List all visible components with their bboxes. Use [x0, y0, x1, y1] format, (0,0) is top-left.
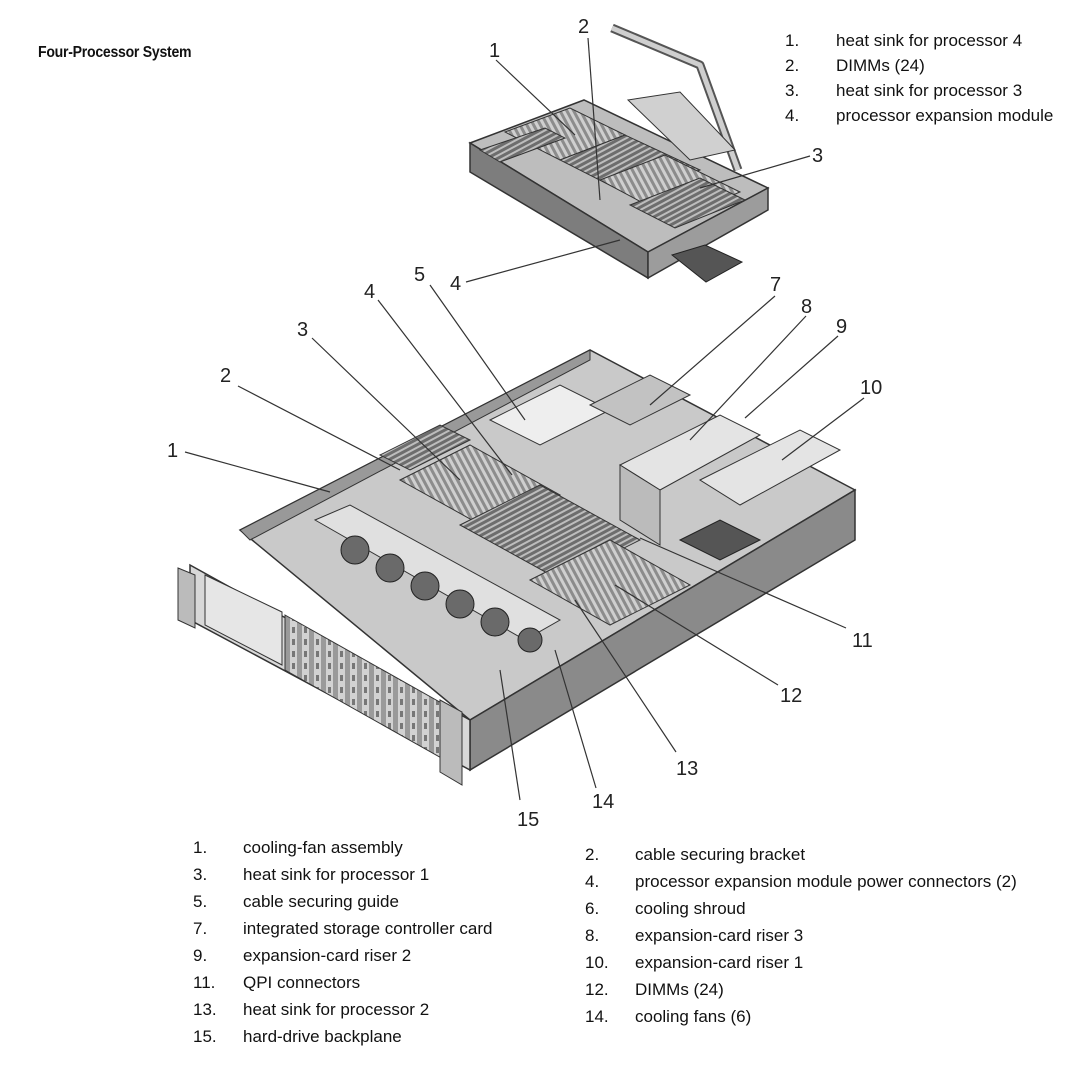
legend-label: heat sink for processor 1 — [243, 865, 430, 884]
legend-number: 9. — [193, 946, 208, 965]
legend-item: 12. DIMMs (24) — [585, 976, 1017, 1003]
legend-number: 2. — [585, 845, 600, 864]
legend-item: 14. cooling fans (6) — [585, 1003, 1017, 1030]
system-callout-8: 8 — [801, 296, 812, 318]
module-callout-2: 2 — [578, 16, 589, 38]
legend-item: 13. heat sink for processor 2 — [193, 996, 492, 1023]
legend-item: 4. processor expansion module — [785, 103, 1053, 128]
processor-expansion-module-drawing — [468, 23, 770, 283]
legend-number: 4. — [785, 106, 800, 125]
legend-number: 5. — [193, 892, 208, 911]
legend-item: 5. cable securing guide — [193, 888, 492, 915]
system-callout-5: 5 — [414, 264, 425, 286]
legend-number: 6. — [585, 899, 600, 918]
legend-number: 10. — [585, 953, 609, 972]
legend-number: 3. — [193, 865, 208, 884]
system-callout-11: 11 — [852, 630, 873, 652]
legend-item: 9. expansion-card riser 2 — [193, 942, 492, 969]
legend-item: 10. expansion-card riser 1 — [585, 949, 1017, 976]
system-callout-9: 9 — [836, 316, 847, 338]
system-callouts: 1 2 3 4 5 7 8 9 10 11 12 13 14 15 — [167, 264, 882, 831]
legend-number: 4. — [585, 872, 600, 891]
module-callout-1: 1 — [489, 40, 500, 62]
legend-number: 15. — [193, 1027, 217, 1046]
page-title: Four-Processor System — [38, 44, 192, 61]
legend-label: cable securing guide — [243, 892, 399, 911]
legend-item: 7. integrated storage controller card — [193, 915, 492, 942]
system-callout-2: 2 — [220, 365, 231, 387]
system-callout-10: 10 — [860, 377, 882, 399]
system-callout-15: 15 — [517, 809, 539, 831]
legend-label: heat sink for processor 4 — [836, 31, 1023, 50]
module-callout-4: 4 — [450, 273, 461, 295]
legend-item: 8. expansion-card riser 3 — [585, 922, 1017, 949]
legend-item: 1. heat sink for processor 4 — [785, 28, 1053, 53]
legend-label: expansion-card riser 2 — [243, 946, 412, 965]
system-legend-left: 1. cooling-fan assembly 3. heat sink for p… — [193, 834, 492, 1050]
system-callout-7: 7 — [770, 274, 781, 296]
legend-number: 1. — [193, 838, 208, 857]
legend-number: 14. — [585, 1007, 609, 1026]
legend-number: 12. — [585, 980, 609, 999]
legend-item: 4. processor expansion module power conne… — [585, 868, 1017, 895]
legend-label: DIMMs (24) — [635, 980, 724, 999]
leader-lines — [184, 37, 865, 801]
legend-item: 3. heat sink for processor 1 — [193, 861, 492, 888]
legend-number: 7. — [193, 919, 208, 938]
legend-item: 15. hard-drive backplane — [193, 1023, 492, 1050]
module-legend: 1. heat sink for processor 4 2. DIMMs (24)… — [785, 28, 1053, 128]
system-legend-right: 2. cable securing bracket 4. processor exp… — [585, 841, 1017, 1030]
legend-label: cooling shroud — [635, 899, 746, 918]
server-chassis-drawing — [177, 349, 857, 786]
system-callout-4: 4 — [364, 281, 375, 303]
legend-label: heat sink for processor 3 — [836, 81, 1023, 100]
legend-label: processor expansion module power connect… — [635, 872, 1017, 891]
legend-label: heat sink for processor 2 — [243, 1000, 430, 1019]
legend-label: DIMMs (24) — [836, 56, 925, 75]
legend-item: 2. DIMMs (24) — [785, 53, 1053, 78]
legend-item: 3. heat sink for processor 3 — [785, 78, 1053, 103]
system-callout-1: 1 — [167, 440, 178, 462]
system-callout-3: 3 — [297, 319, 308, 341]
legend-number: 3. — [785, 81, 800, 100]
system-callout-12: 12 — [780, 685, 802, 707]
legend-item: 6. cooling shroud — [585, 895, 1017, 922]
legend-number: 11. — [193, 973, 216, 992]
legend-item: 2. cable securing bracket — [585, 841, 1017, 868]
legend-label: cooling fans (6) — [635, 1007, 752, 1026]
system-callout-14: 14 — [592, 791, 614, 813]
legend-label: QPI connectors — [243, 973, 361, 992]
legend-label: cable securing bracket — [635, 845, 806, 864]
legend-number: 13. — [193, 1000, 217, 1019]
legend-item: 11. QPI connectors — [193, 969, 492, 996]
legend-number: 2. — [785, 56, 800, 75]
module-callout-3: 3 — [812, 145, 823, 167]
legend-label: integrated storage controller card — [243, 919, 493, 938]
legend-label: expansion-card riser 1 — [635, 953, 804, 972]
legend-label: cooling-fan assembly — [243, 838, 403, 857]
legend-number: 8. — [585, 926, 600, 945]
legend-number: 1. — [785, 31, 800, 50]
system-callout-13: 13 — [676, 758, 698, 780]
legend-label: processor expansion module — [836, 106, 1054, 125]
legend-label: expansion-card riser 3 — [635, 926, 804, 945]
module-callouts: 1 2 3 4 — [450, 16, 823, 295]
legend-item: 1. cooling-fan assembly — [193, 834, 492, 861]
legend-label: hard-drive backplane — [243, 1027, 402, 1046]
